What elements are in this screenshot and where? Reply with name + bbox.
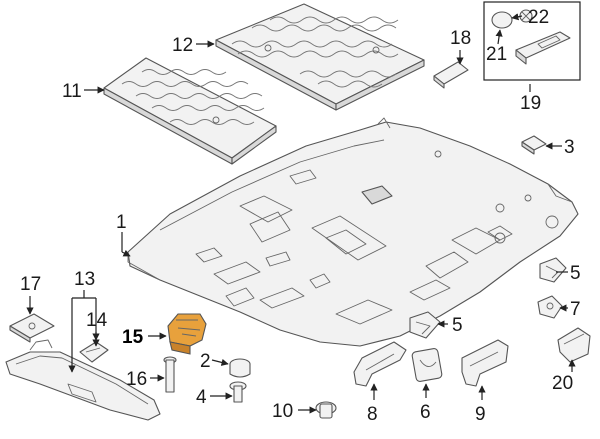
part-8-grab-handle xyxy=(353,341,407,387)
callout-5b: 5 xyxy=(452,315,463,336)
callout-5a: 5 xyxy=(570,263,581,284)
callout-2: 2 xyxy=(200,351,211,372)
part-6-cover xyxy=(411,348,443,382)
part-20-handle-cover xyxy=(557,327,591,363)
callout-14: 14 xyxy=(86,310,108,331)
callout-3: 3 xyxy=(564,137,575,158)
callout-4: 4 xyxy=(196,387,207,408)
callout-11: 11 xyxy=(62,81,82,102)
callout-12: 12 xyxy=(172,35,193,56)
callout-7: 7 xyxy=(570,299,581,320)
callout-13: 13 xyxy=(74,269,95,290)
callout-16: 16 xyxy=(126,369,147,390)
part-19-box xyxy=(483,1,581,81)
sunroof-panel-rear xyxy=(215,3,425,111)
callout-8: 8 xyxy=(367,404,378,425)
part-16-bolt xyxy=(163,356,177,393)
part-4-pin xyxy=(229,381,247,403)
part-18-lamp xyxy=(433,61,469,89)
headliner xyxy=(127,117,579,347)
callout-1: 1 xyxy=(116,212,127,233)
callout-19: 19 xyxy=(520,93,541,114)
leader-lines xyxy=(26,13,576,414)
callout-22: 22 xyxy=(528,7,549,28)
part-15-highlighted xyxy=(167,313,207,355)
callout-labels: 12 11 18 22 21 19 3 1 5 7 5 20 8 6 9 10 … xyxy=(20,7,581,425)
callout-15: 15 xyxy=(122,327,144,348)
callout-18: 18 xyxy=(450,28,471,49)
part-7-cover xyxy=(537,295,563,319)
callout-20: 20 xyxy=(552,373,573,394)
part-14-hook xyxy=(79,341,109,363)
part-3-clip xyxy=(521,135,547,155)
callout-21: 21 xyxy=(486,44,507,65)
sun-visor xyxy=(5,339,161,421)
part-10-screw xyxy=(315,401,337,419)
sunroof-panel-front xyxy=(103,57,277,165)
callout-6: 6 xyxy=(420,402,431,423)
part-9-grab-handle xyxy=(461,339,509,387)
callout-10: 10 xyxy=(272,401,293,422)
part-5b-bracket xyxy=(409,311,441,339)
part-17-clip xyxy=(9,313,55,343)
callout-9: 9 xyxy=(475,404,486,425)
callout-17: 17 xyxy=(20,274,41,295)
part-2-cap xyxy=(229,358,251,378)
part-5a-bracket xyxy=(539,257,567,283)
